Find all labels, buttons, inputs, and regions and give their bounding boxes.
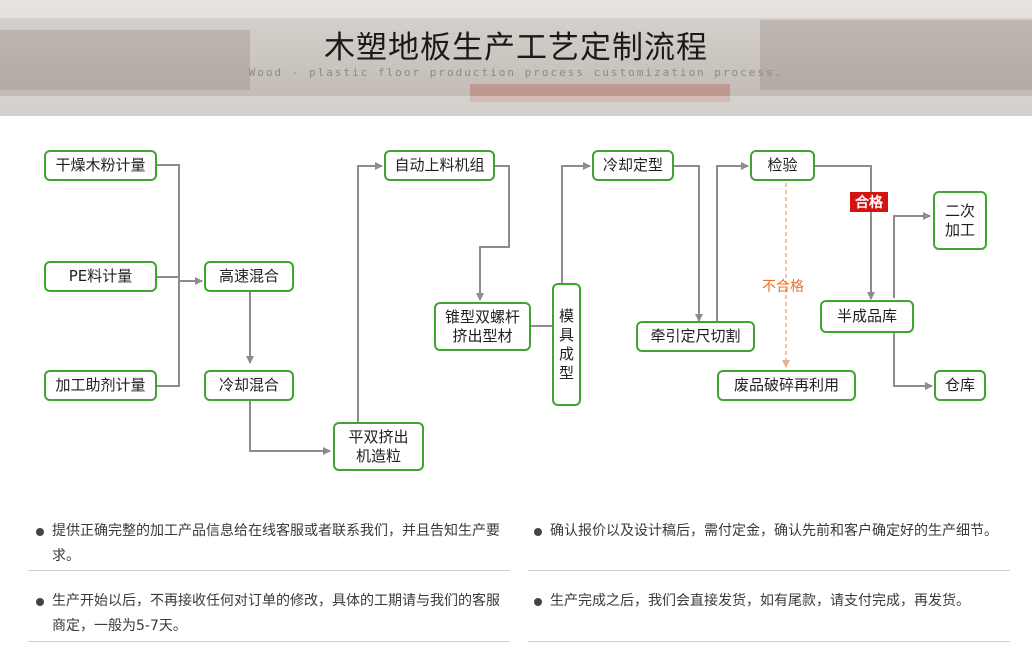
page-title: 木塑地板生产工艺定制流程 xyxy=(324,30,708,66)
arrow-to-warehouse xyxy=(893,333,933,390)
bullet-icon xyxy=(36,528,44,536)
arrow-to-inspection xyxy=(716,162,749,321)
node-inspection: 检验 xyxy=(750,150,815,181)
divider xyxy=(528,641,1010,642)
connector-metering-bracket xyxy=(157,164,180,387)
node-auto-feeder: 自动上料机组 xyxy=(384,150,495,181)
node-secondary-processing: 二次 加工 xyxy=(933,191,987,250)
arrow-to-auto-feeder xyxy=(357,162,383,422)
bullet-icon xyxy=(534,598,542,606)
header-banner: 木塑地板生产工艺定制流程 Wood - plastic floor produc… xyxy=(0,0,1032,116)
arrow-to-pelletizer xyxy=(249,401,331,455)
arrow-to-traction-cutting xyxy=(674,165,703,322)
note-item: 提供正确完整的加工产品信息给在线客服或者联系我们，并且告知生产要求。 xyxy=(30,519,512,569)
node-additive-metering: 加工助剂计量 xyxy=(44,370,157,401)
node-cooling-shaping: 冷却定型 xyxy=(592,150,674,181)
note-text: 生产完成之后，我们会直接发货，如有尾款，请支付完成，再发货。 xyxy=(550,593,970,609)
divider xyxy=(28,570,510,571)
bullet-icon xyxy=(36,598,44,606)
divider xyxy=(528,570,1010,571)
note-item: 生产完成之后，我们会直接发货，如有尾款，请支付完成，再发货。 xyxy=(528,589,1010,614)
node-traction-cutting: 牵引定尺切割 xyxy=(636,321,755,352)
divider xyxy=(28,641,510,642)
arrow-to-secondary-processing xyxy=(893,212,931,298)
node-waste-recycling: 废品破碎再利用 xyxy=(717,370,856,401)
note-item: 生产开始以后，不再接收任何对订单的修改，具体的工期请与我们的客服商定，一般为5-… xyxy=(30,589,512,639)
note-item: 确认报价以及设计稿后，需付定金，确认先前和客户确定好的生产细节。 xyxy=(528,519,1010,544)
node-high-speed-mixing: 高速混合 xyxy=(204,261,294,292)
note-text: 提供正确完整的加工产品信息给在线客服或者联系我们，并且告知生产要求。 xyxy=(52,523,500,564)
note-text: 确认报价以及设计稿后，需付定金，确认先前和客户确定好的生产细节。 xyxy=(550,523,998,539)
page-subtitle: Wood - plastic floor production process … xyxy=(248,66,784,79)
node-cooling-mixing: 冷却混合 xyxy=(204,370,294,401)
node-semi-finished-storage: 半成品库 xyxy=(820,300,914,333)
note-text: 生产开始以后，不再接收任何对订单的修改，具体的工期请与我们的客服商定，一般为5-… xyxy=(52,593,500,634)
arrow-to-semi-finished xyxy=(815,165,875,300)
node-mold-forming: 模 具 成 型 xyxy=(552,283,581,406)
node-dry-wood-powder-metering: 干燥木粉计量 xyxy=(44,150,157,181)
node-twin-extruder-pelletizer: 平双挤出 机造粒 xyxy=(333,422,424,471)
arrow-to-conical-twin-screw xyxy=(476,165,510,301)
node-pe-metering: PE料计量 xyxy=(44,261,157,292)
bullet-icon xyxy=(534,528,542,536)
arrow-to-cooling-shaping xyxy=(561,162,591,283)
pass-badge: 合格 xyxy=(850,192,888,212)
node-warehouse: 仓库 xyxy=(934,370,986,401)
node-conical-twin-screw: 锥型双螺杆 挤出型材 xyxy=(434,302,531,351)
fail-label: 不合格 xyxy=(762,279,804,295)
